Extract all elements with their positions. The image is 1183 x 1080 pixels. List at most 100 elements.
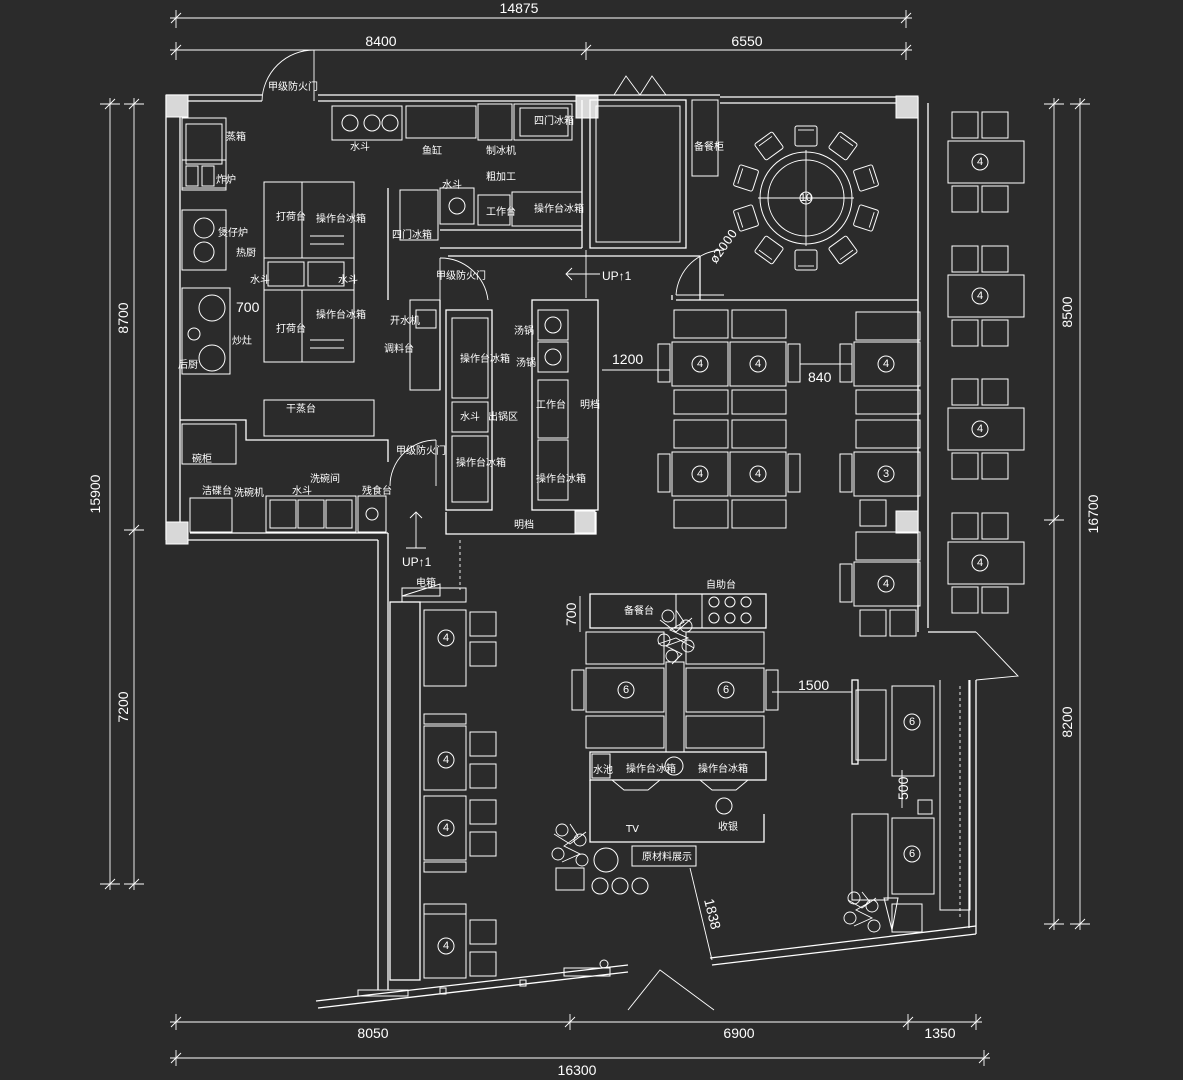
lbl-bowl-cabinet: 碗柜 bbox=[192, 452, 212, 465]
table-l1: 4 bbox=[443, 632, 449, 644]
dim-left-total: 15900 bbox=[87, 474, 103, 513]
round-table bbox=[732, 125, 880, 271]
lbl-clean-dish-table: 洁碟台 bbox=[202, 484, 232, 497]
table-l4: 4 bbox=[443, 940, 449, 952]
lbl-dry-steam-table: 干蒸台 bbox=[286, 402, 316, 415]
lbl-up-2: UP↑1 bbox=[402, 555, 432, 569]
table-r1c: 4 bbox=[883, 358, 889, 370]
table-b1: 6 bbox=[623, 684, 629, 696]
lbl-fridge-prep: 四门冰箱 bbox=[392, 228, 432, 241]
lbl-soup-pot-2: 汤锅 bbox=[516, 356, 536, 369]
lbl-water-boiler: 开水机 bbox=[390, 314, 420, 327]
table-r2c: 3 bbox=[883, 468, 889, 480]
table-b2: 6 bbox=[723, 684, 729, 696]
table-round-label: 10 bbox=[800, 192, 812, 204]
lbl-op-fridge-soup: 操作台冰箱 bbox=[536, 472, 586, 485]
dim-700-buffet: 700 bbox=[563, 602, 579, 626]
lbl-steam-box: 蒸箱 bbox=[226, 130, 246, 143]
lbl-pack-table-2: 打荷台 bbox=[276, 322, 306, 335]
table-r1b: 4 bbox=[755, 358, 761, 370]
dim-right-lower: 8200 bbox=[1059, 706, 1075, 737]
lbl-buffet-table: 自助台 bbox=[706, 578, 736, 591]
dim-700-kitchen: 700 bbox=[236, 299, 260, 315]
lbl-rough-processing: 粗加工 bbox=[486, 171, 516, 183]
dim-840: 840 bbox=[808, 369, 832, 385]
lbl-ice-maker: 制冰机 bbox=[486, 144, 516, 157]
lbl-round-diameter: ø2000 bbox=[707, 227, 740, 266]
table-r2a: 4 bbox=[697, 468, 703, 480]
outer-walls bbox=[165, 94, 977, 1009]
lbl-dishwashing-room: 洗碗间 bbox=[310, 472, 340, 485]
table-w4: 4 bbox=[977, 557, 983, 569]
lbl-cashier: 收银 bbox=[718, 820, 738, 833]
dim-bottom-total: 16300 bbox=[558, 1062, 597, 1078]
lbl-leftover-table: 残食台 bbox=[362, 484, 392, 497]
table-r2b: 4 bbox=[755, 468, 761, 480]
south-facade-details bbox=[357, 959, 611, 997]
lbl-op-fridge-b2: 操作台冰箱 bbox=[698, 762, 748, 775]
table-l3: 4 bbox=[443, 822, 449, 834]
dim-bottom-left: 8050 bbox=[357, 1025, 388, 1041]
lbl-sink-prep: 水斗 bbox=[442, 179, 462, 191]
table-r1a: 4 bbox=[697, 358, 703, 370]
lbl-stir-fry: 炒灶 bbox=[232, 334, 252, 347]
lbl-open-range-2: 明档 bbox=[514, 518, 534, 531]
lbl-water-pool: 水池 bbox=[593, 763, 613, 776]
table-r3: 4 bbox=[883, 578, 889, 590]
lbl-open-range-1: 明档 bbox=[580, 398, 600, 411]
table-w1: 4 bbox=[977, 156, 983, 168]
lbl-fire-door-top: 甲级防火门 bbox=[268, 80, 318, 93]
buffet-island bbox=[571, 593, 779, 895]
lbl-hot-kitchen: 热厨 bbox=[236, 246, 256, 259]
lbl-sink-top: 水斗 bbox=[350, 141, 370, 153]
lbl-seasoning-table: 调料台 bbox=[384, 342, 414, 355]
lbl-dishwasher: 洗碗机 bbox=[234, 486, 264, 499]
lbl-tv: TV bbox=[625, 824, 639, 835]
dim-left-lower: 7200 bbox=[115, 691, 131, 722]
dimension-lines bbox=[100, 10, 1090, 1066]
lbl-op-fridge-prep: 操作台冰箱 bbox=[534, 202, 584, 215]
table-w3: 4 bbox=[977, 423, 983, 435]
lbl-fire-door-mid: 甲级防火门 bbox=[436, 269, 486, 282]
lbl-fridge-top: 四门冰箱 bbox=[534, 114, 574, 127]
dim-right-upper: 8500 bbox=[1059, 296, 1075, 327]
dim-1838: 1838 bbox=[701, 897, 724, 931]
lbl-up-1: UP↑1 bbox=[602, 269, 632, 283]
lbl-electric-box: 电箱 bbox=[416, 576, 436, 589]
table-l2: 4 bbox=[443, 754, 449, 766]
booth-tables bbox=[657, 309, 921, 637]
dim-bottom-right: 1350 bbox=[924, 1025, 955, 1041]
dim-bottom-mid: 6900 bbox=[723, 1025, 754, 1041]
lbl-dish-out-area: 出锅区 bbox=[488, 410, 518, 423]
dim-1200: 1200 bbox=[612, 351, 643, 367]
lbl-back-kitchen: 后厨 bbox=[178, 359, 198, 371]
lbl-fryer: 炸炉 bbox=[216, 174, 236, 186]
lbl-soup-pot-1: 汤锅 bbox=[514, 324, 534, 337]
kitchen-interior bbox=[180, 99, 918, 535]
stair-up-arrows bbox=[406, 250, 600, 549]
plant-icons bbox=[551, 609, 881, 933]
lbl-op-fridge-b1: 操作台冰箱 bbox=[626, 762, 676, 775]
lbl-work-table-prep: 工作台 bbox=[486, 205, 516, 218]
lbl-pasta-stove: 煲仔炉 bbox=[218, 226, 248, 239]
dim-right-total: 16700 bbox=[1085, 494, 1101, 533]
table-w2: 4 bbox=[977, 290, 983, 302]
dim-500: 500 bbox=[895, 776, 911, 800]
dim-top-right: 6550 bbox=[731, 33, 762, 49]
table-e2: 6 bbox=[909, 848, 915, 860]
lbl-ingredient-display: 原材料展示 bbox=[642, 850, 692, 863]
lbl-op-fridge-k2: 操作台冰箱 bbox=[316, 308, 366, 321]
dim-left-upper: 8700 bbox=[115, 302, 131, 333]
lbl-sink-mid-right: 水斗 bbox=[338, 274, 358, 286]
lbl-op-fridge-pass-2: 操作台冰箱 bbox=[456, 456, 506, 469]
dim-1500: 1500 bbox=[798, 677, 829, 693]
lbl-fire-door-low: 甲级防火门 bbox=[396, 444, 446, 457]
lbl-work-table-soup: 工作台 bbox=[536, 398, 566, 411]
lbl-sink-wash: 水斗 bbox=[292, 485, 312, 497]
table-e1: 6 bbox=[909, 716, 915, 728]
lbl-sink-pass: 水斗 bbox=[460, 411, 480, 423]
lbl-op-fridge-pass-1: 操作台冰箱 bbox=[460, 352, 510, 365]
lbl-meal-prep-cabinet: 备餐柜 bbox=[694, 140, 724, 153]
lbl-sink-mid-left: 水斗 bbox=[250, 274, 270, 286]
